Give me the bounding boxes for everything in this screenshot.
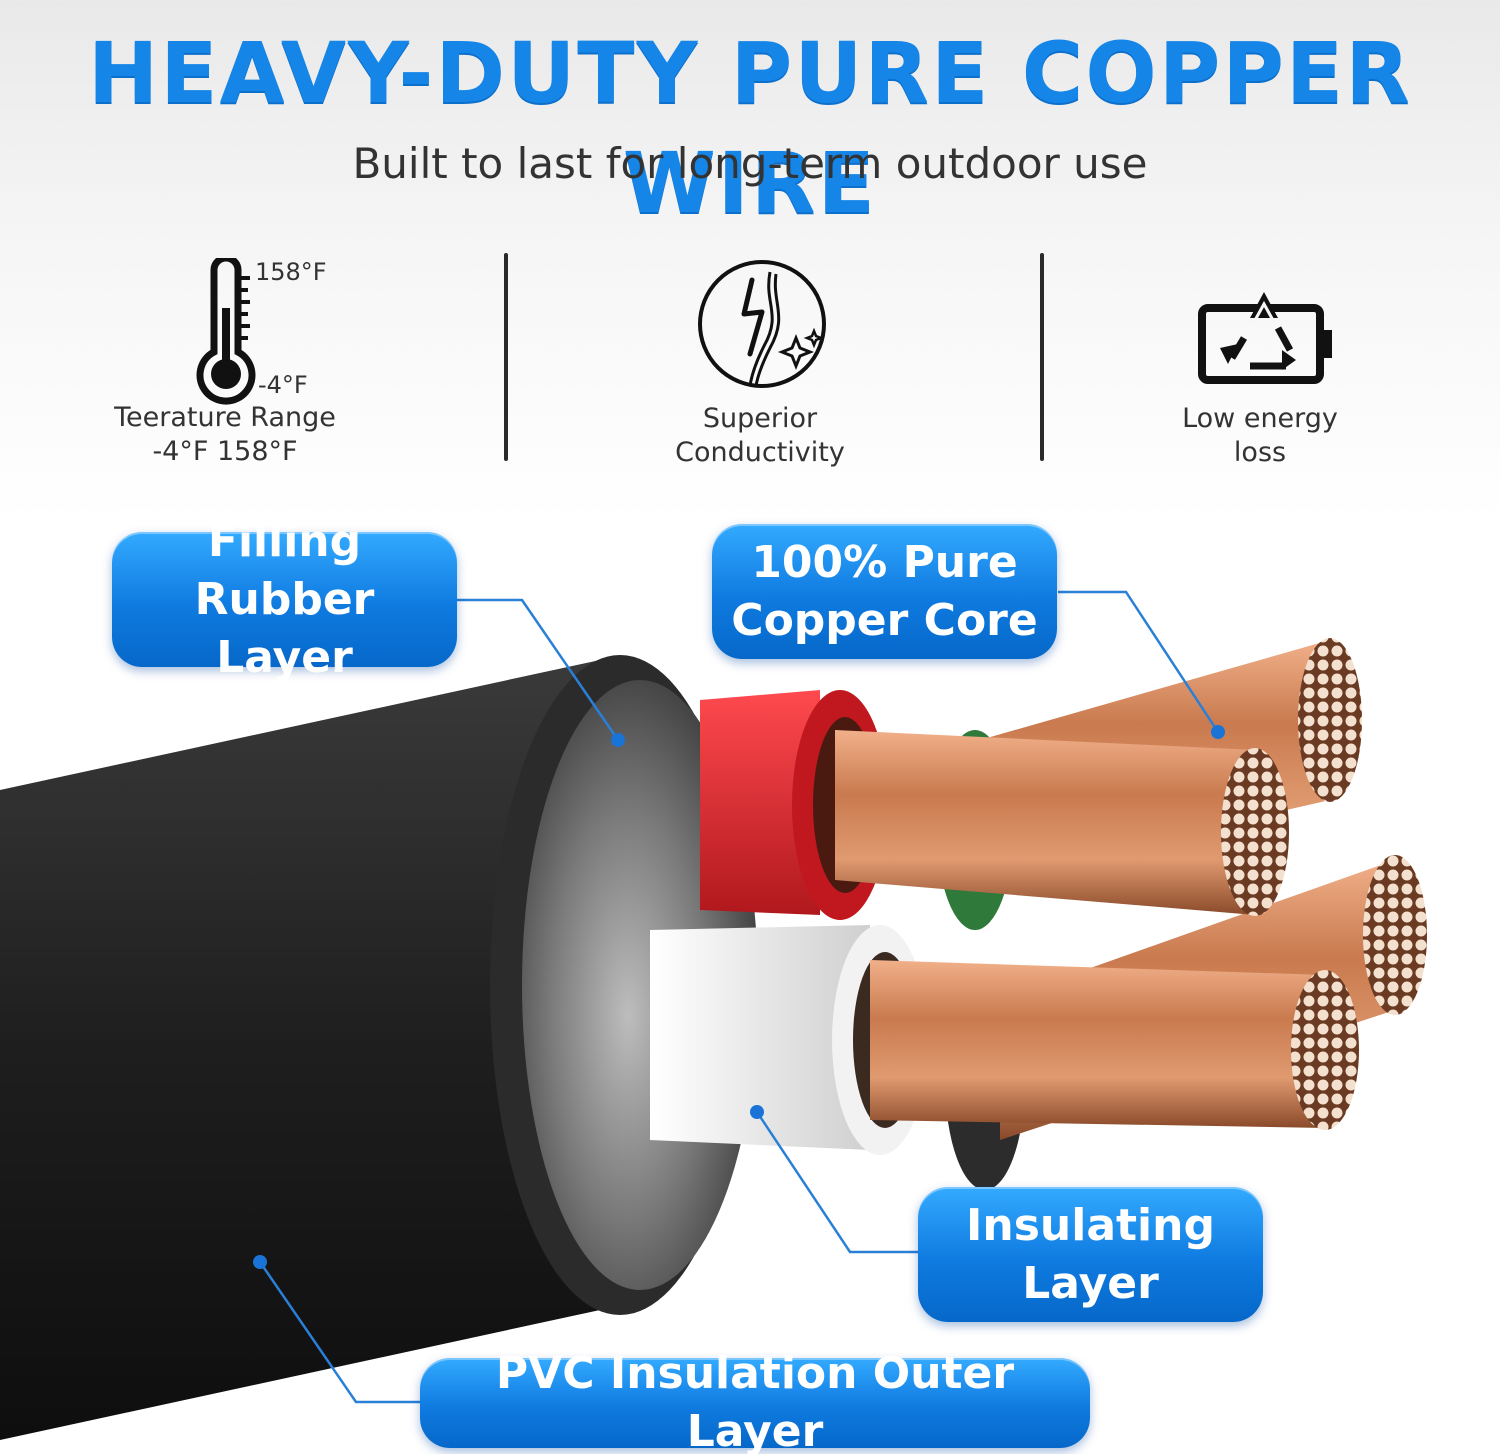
- callout-pvc-outer-layer: PVC Insulation Outer Layer: [420, 1348, 1090, 1454]
- feature-temperature: 158°F -4°F Teerature Range -4°F 158°F: [90, 250, 360, 480]
- conductivity-icon: [698, 260, 826, 388]
- feature-conductivity: Superior Conductivity: [630, 250, 890, 480]
- pvc-outer-jacket: [0, 660, 600, 1440]
- leader-pvc-outer: [258, 1261, 420, 1404]
- callout-filling-rubber-layer: Filling Rubber Layer: [112, 516, 457, 683]
- temp-min-label: -4°F: [258, 371, 308, 399]
- thermometer-icon: [196, 258, 256, 405]
- headline: HEAVY-DUTY PURE COPPER WIRE: [88, 24, 1412, 232]
- feature-energy-loss: Low energy loss: [1130, 250, 1390, 480]
- callout-insulating-layer: Insulating Layer: [918, 1187, 1263, 1322]
- subheadline: Built to last for long-term outdoor use: [352, 139, 1148, 188]
- leader-filling-rubber: [455, 598, 620, 741]
- leader-insulating: [755, 1111, 918, 1254]
- feature-conductivity-label: Superior Conductivity: [675, 403, 845, 468]
- divider-2: [1040, 253, 1044, 461]
- feature-temperature-label: Teerature Range -4°F 158°F: [114, 402, 336, 467]
- callout-copper-core: 100% Pure Copper Core: [712, 524, 1057, 659]
- feature-energy-loss-label: Low energy loss: [1182, 403, 1338, 468]
- leader-copper-core: [1058, 590, 1220, 733]
- divider-1: [504, 253, 508, 461]
- recycle-battery-icon: [1198, 292, 1332, 384]
- temp-max-label: 158°F: [255, 258, 327, 286]
